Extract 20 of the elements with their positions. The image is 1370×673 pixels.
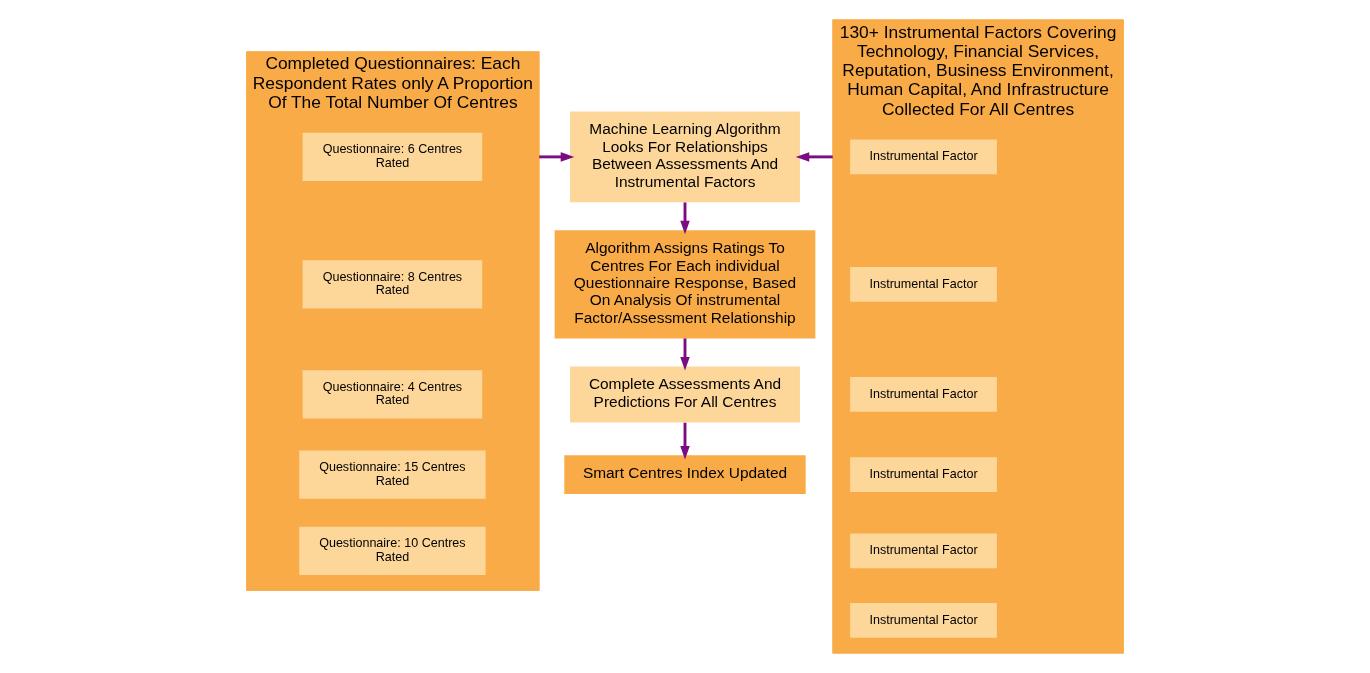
node-box: Instrumental Factor (850, 139, 997, 175)
node-box: Machine Learning Algorithm Looks For Relationships Between Assessments And Instrumental Factors (570, 111, 800, 203)
node-box: Instrumental Factor (850, 266, 997, 302)
node-box: Questionnaire: 8 Centres Rated (302, 260, 483, 309)
node-box: Questionnaire: 6 Centres Rated (302, 132, 483, 182)
node-box: Instrumental Factor (850, 533, 997, 569)
node-box: Instrumental Factor (850, 603, 997, 638)
node-box: Algorithm Assigns Ratings To Centres For Each individual Questionnaire Response, Based On Analysis Of instrumental Factor/Assessment Relationship (554, 230, 816, 339)
node-box: Smart Centres Index Updated (564, 455, 806, 494)
node-box: Complete Assessments And Predictions For All Centres (570, 366, 800, 423)
node-box: Questionnaire: 4 Centres Rated (302, 370, 483, 419)
arrow (539, 152, 575, 162)
arrow (680, 422, 690, 460)
arrow (795, 152, 833, 162)
arrow (680, 338, 690, 371)
node-box: Instrumental Factor (850, 457, 997, 492)
arrow (680, 202, 690, 235)
node-box: Questionnaire: 10 Centres Rated (299, 526, 486, 575)
node-box: Questionnaire: 15 Centres Rated (299, 450, 486, 499)
node-box: Instrumental Factor (850, 377, 997, 412)
